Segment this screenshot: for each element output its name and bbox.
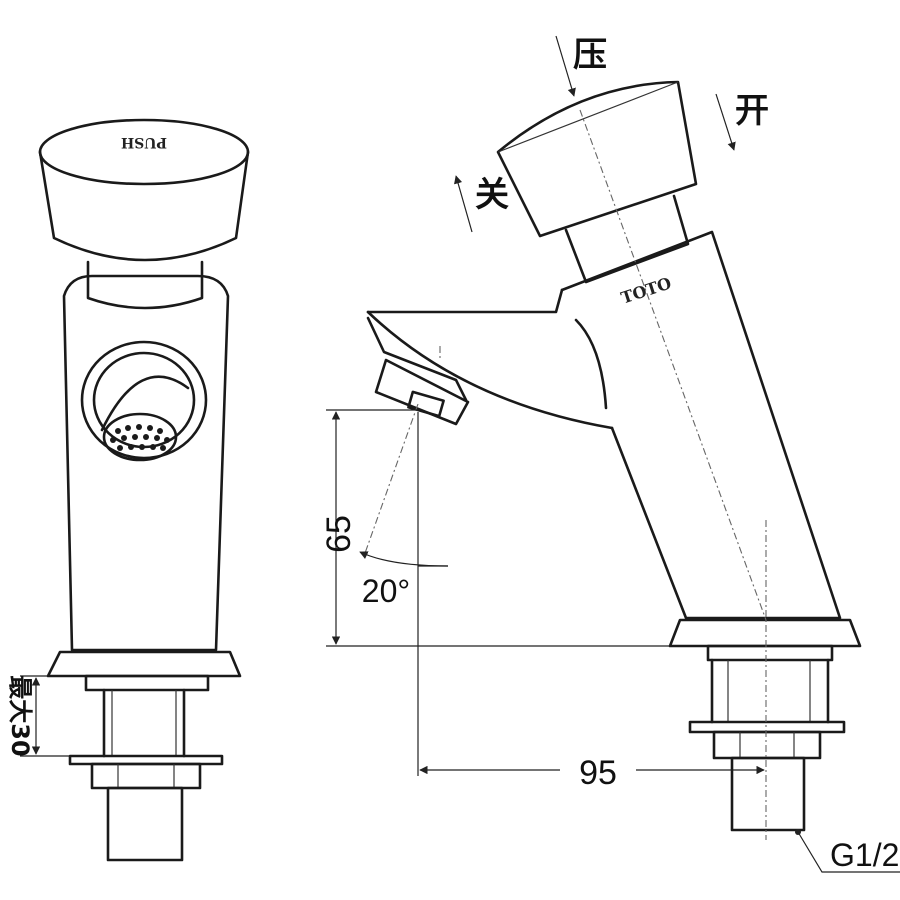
- faucet-body-side: TOTO: [366, 230, 842, 620]
- max-height-dimension: 最大30: [6, 675, 70, 757]
- open-indicator: 开: [715, 91, 769, 151]
- aerator-mesh: [102, 412, 178, 462]
- front-view: PUSH: [6, 118, 250, 862]
- side-view: TOTO 压: [320, 35, 900, 873]
- spout-angle-dimension: 20°: [359, 412, 449, 776]
- base-flange-front: [46, 650, 242, 678]
- thread-callout: G1/2: [795, 829, 900, 873]
- press-indicator: 压: [555, 35, 607, 97]
- reach-label: 95: [579, 754, 617, 792]
- outlet-height-label: 65: [320, 515, 358, 553]
- close-indicator: 关: [454, 175, 509, 233]
- max-height-label: 最大30: [6, 675, 34, 756]
- mounting-shank-front: [68, 688, 224, 862]
- open-label: 开: [735, 91, 769, 131]
- close-label: 关: [475, 175, 509, 215]
- thread-label: G1/2: [830, 837, 899, 873]
- body-centerline: [579, 109, 767, 621]
- push-button-text: PUSH: [121, 134, 167, 150]
- push-button-side: [496, 80, 698, 238]
- base-flange-side: [668, 618, 862, 648]
- press-label: 压: [573, 35, 607, 75]
- push-stem: [86, 260, 204, 310]
- faucet-body-front: [62, 274, 230, 652]
- spout-angle-line: [363, 403, 419, 557]
- spout-nozzle: [366, 316, 470, 426]
- reach-dimension: 95: [419, 754, 765, 792]
- brand-label: TOTO: [619, 273, 674, 307]
- spout-angle-label: 20°: [362, 573, 410, 609]
- push-button-cap: PUSH: [38, 118, 250, 262]
- push-stem-side: [564, 194, 690, 284]
- outlet-height-dimension: 65: [320, 409, 670, 647]
- mounting-shank-side: [688, 644, 846, 832]
